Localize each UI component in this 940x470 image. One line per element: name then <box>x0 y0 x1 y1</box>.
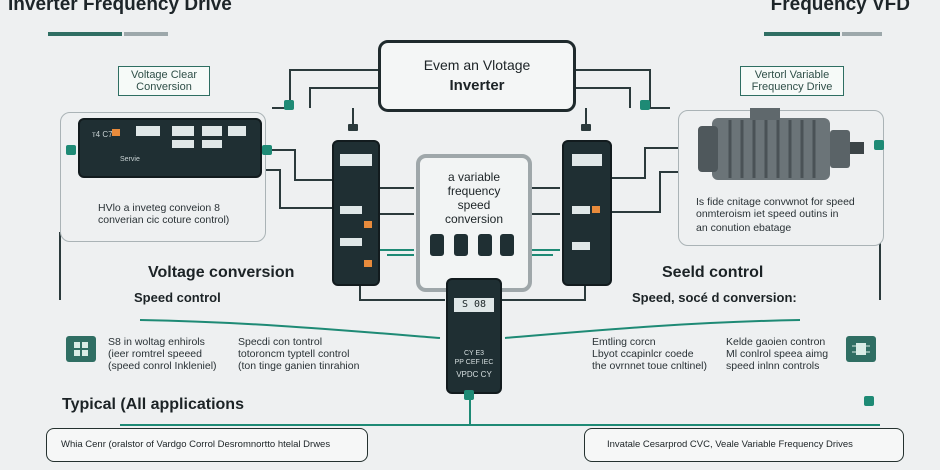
voltage-conversion-tag: Voltage Clear Conversion <box>118 66 210 96</box>
right-inverter-slot-1 <box>572 206 590 214</box>
center-module-2 <box>454 234 468 256</box>
chip-icon-right <box>846 336 876 362</box>
device-display-3 <box>202 126 222 136</box>
device-display-6 <box>202 140 222 148</box>
device-display-2 <box>172 126 194 136</box>
left-inverter-led-1 <box>364 221 372 228</box>
left-inverter-unit <box>332 140 380 286</box>
right-inverter-unit <box>562 140 612 286</box>
voltage-inverter-line1: Evem an Vlotage <box>423 57 531 73</box>
applications-heading: Typical (All applications <box>62 396 244 413</box>
left-col2-row1: Specdi con tontrol <box>238 336 323 348</box>
device-small-label: Servie <box>120 156 140 163</box>
bottom-right-node <box>864 396 874 406</box>
center-line4: conversion <box>444 212 504 226</box>
speed-conversion-right-label: Speed, socé d conversion: <box>632 290 797 305</box>
device-display-4 <box>228 126 246 136</box>
center-module-1 <box>430 234 444 256</box>
right-col1-row1: Emtling corcn <box>592 336 656 348</box>
voltage-inverter-line2: Inverter <box>449 77 505 94</box>
right-inverter-led-1 <box>592 206 600 213</box>
right-caption-2: onmteroism iet speed outins in <box>696 208 839 220</box>
left-col2-row3: (ton tinge ganien tinrahion <box>238 360 360 372</box>
bottom-device-line3: VPDC CY <box>456 370 492 379</box>
left-col1-row3: (speed conrol Inkleniel) <box>108 360 217 372</box>
header-title-left: Inverter Frequency Drive <box>8 0 232 15</box>
device-warning-led <box>112 129 120 136</box>
bottom-center-node <box>464 390 474 400</box>
left-inverter-slot-1 <box>340 206 362 214</box>
left-node-2 <box>262 145 272 155</box>
bottom-device-display: S 08 <box>454 298 494 312</box>
applications-left-box: Whia Cenr (oralstor of Vardgo Corrol Des… <box>46 428 368 462</box>
left-col2-row2: totoroncm typtell control <box>238 348 350 360</box>
left-inverter-slot-2 <box>340 238 362 246</box>
right-inverter-display <box>572 154 602 166</box>
header-accent-bar-grey <box>124 32 168 36</box>
center-line3: speed <box>457 198 491 212</box>
right-col2-row3: speed inlnn controls <box>726 360 820 372</box>
left-inverter-led-2 <box>364 260 372 267</box>
speed-control-right-label: Seeld control <box>662 264 764 281</box>
freq-tag-line2: Frequency Drive <box>751 81 833 93</box>
left-node-1 <box>66 145 76 155</box>
left-inverter-display <box>340 154 372 166</box>
voltage-tag-line2: Conversion <box>136 81 192 93</box>
right-node-1 <box>874 140 884 150</box>
right-caption-1: Is fide cnitage convwnot for speed <box>696 196 855 208</box>
left-caption-2: converian cic coture control) <box>98 214 230 226</box>
voltage-inverter-box: Evem an Vlotage Inverter <box>378 40 576 112</box>
left-caption-1: HVlo a inveteg conveion 8 <box>98 202 220 214</box>
speed-control-label: Speed control <box>134 290 221 305</box>
center-module-3 <box>478 234 492 256</box>
header-accent-bar-right-grey <box>842 32 882 36</box>
control-unit-device: ᴛ4 C7 Servie <box>78 118 262 178</box>
right-col2-row1: Kelde gaoien contron <box>726 336 826 348</box>
freq-tag-line1: Vertorl Variable <box>754 69 830 81</box>
device-display-1 <box>136 126 160 136</box>
voltage-tag-line1: Voltage Clear <box>130 69 198 81</box>
header-title-right: Frequency VFD <box>770 0 910 15</box>
center-module-4 <box>500 234 514 256</box>
variable-frequency-box: a variable frequency speed conversion <box>416 154 532 292</box>
right-col1-row3: the ovrnnet toue cnltinel) <box>592 360 707 372</box>
voltage-conversion-label: Voltage conversion <box>148 264 295 281</box>
bottom-device-line2: PP CEF IEC <box>454 359 494 366</box>
bottom-control-device: S 08 CY E3 PP CEF IEC VPDC CY <box>446 278 502 394</box>
header-accent-bar-right <box>764 32 840 36</box>
right-col1-row2: Lbyot ccapinlcr coede <box>592 348 694 360</box>
left-col1-row2: (ieer romtrel speeed <box>108 348 202 360</box>
right-node-2 <box>640 100 650 110</box>
left-col1-row1: S8 in woltag enhirols <box>108 336 205 348</box>
motor-image <box>698 108 864 180</box>
grid-icon-left <box>66 336 96 362</box>
center-line1: a variable <box>447 170 501 184</box>
applications-right-box: Invatale Cesarprod CVC, Veale Variable F… <box>584 428 904 462</box>
right-caption-3: an conution ebatage <box>696 222 792 234</box>
center-line2: frequency <box>447 184 501 198</box>
header-accent-bar <box>48 32 122 36</box>
bottom-device-line1: CY E3 <box>463 350 485 357</box>
device-badge: ᴛ4 C7 <box>92 130 113 139</box>
left-node-3 <box>284 100 294 110</box>
right-inverter-slot-2 <box>572 242 590 250</box>
device-display-5 <box>172 140 194 148</box>
frequency-drive-tag: Vertorl Variable Frequency Drive <box>740 66 844 96</box>
right-col2-row2: Ml conlrol speea aimg <box>726 348 829 360</box>
